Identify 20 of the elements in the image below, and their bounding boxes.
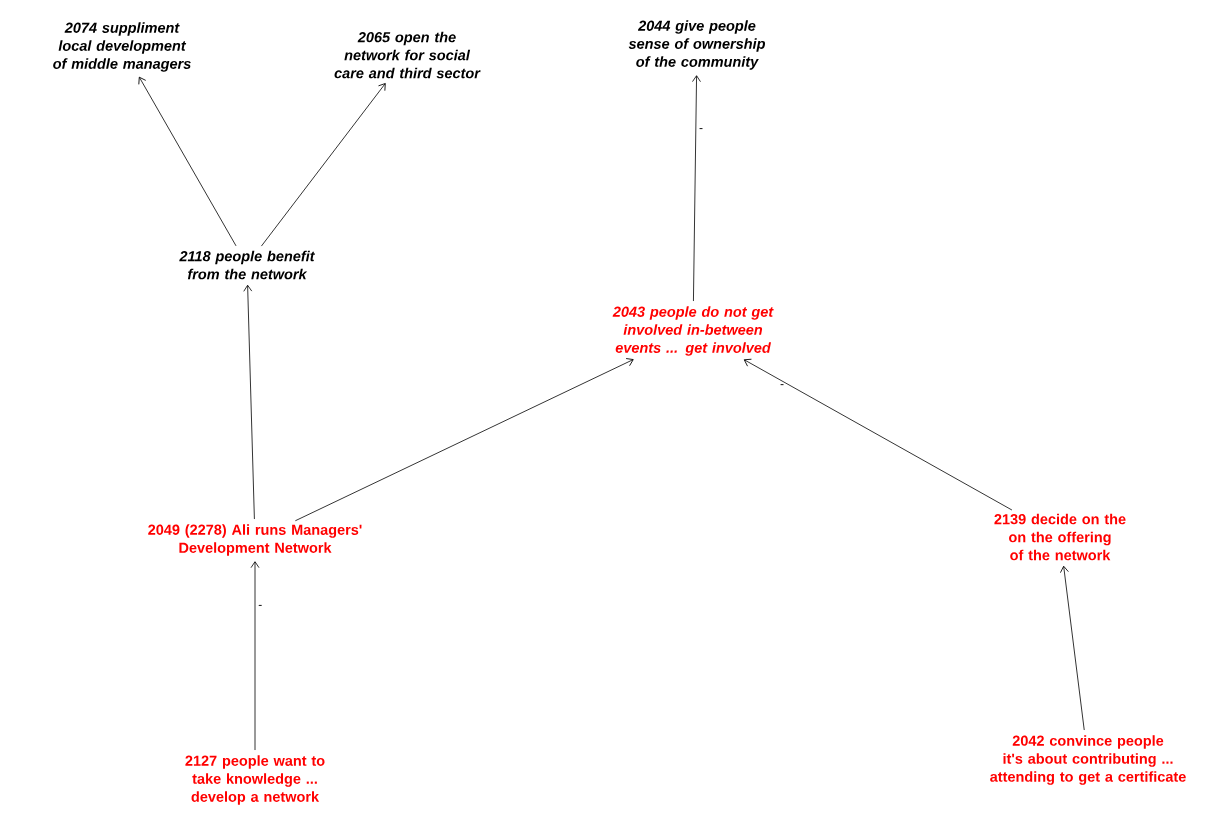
node-text: 2043 people do not get involved in-between events ... get involved: [612, 306, 774, 356]
node-text: 2042 convince people it's about contributing ... attending to get a certificate: [990, 735, 1186, 785]
arrow: [261, 83, 386, 247]
node-text: 2118 people benefit from the network: [179, 250, 316, 280]
node-text: 2127 people want to take knowledge ... develop a network: [185, 755, 325, 805]
edge-label: -: [258, 604, 262, 606]
node-text: 2139 decide on the on the offering of the network: [994, 513, 1126, 561]
arrow: [250, 561, 260, 751]
arrow: [692, 75, 701, 302]
node-text: 2049 (2278) Ali runs Managers' Development Network: [148, 524, 362, 556]
arrow: [1060, 565, 1085, 731]
edge-label: -: [699, 128, 703, 130]
arrow: [243, 284, 255, 520]
arrow: [743, 358, 1013, 511]
arrow: [294, 358, 634, 522]
edge-label: -: [780, 384, 784, 386]
node-text: 2065 open the network for social care and third sector: [334, 31, 481, 79]
arrow: [138, 76, 237, 247]
node-text: 2074 suppliment local development of middle managers: [53, 22, 191, 72]
node-text: 2044 give people sense of ownership of the community: [628, 20, 765, 70]
